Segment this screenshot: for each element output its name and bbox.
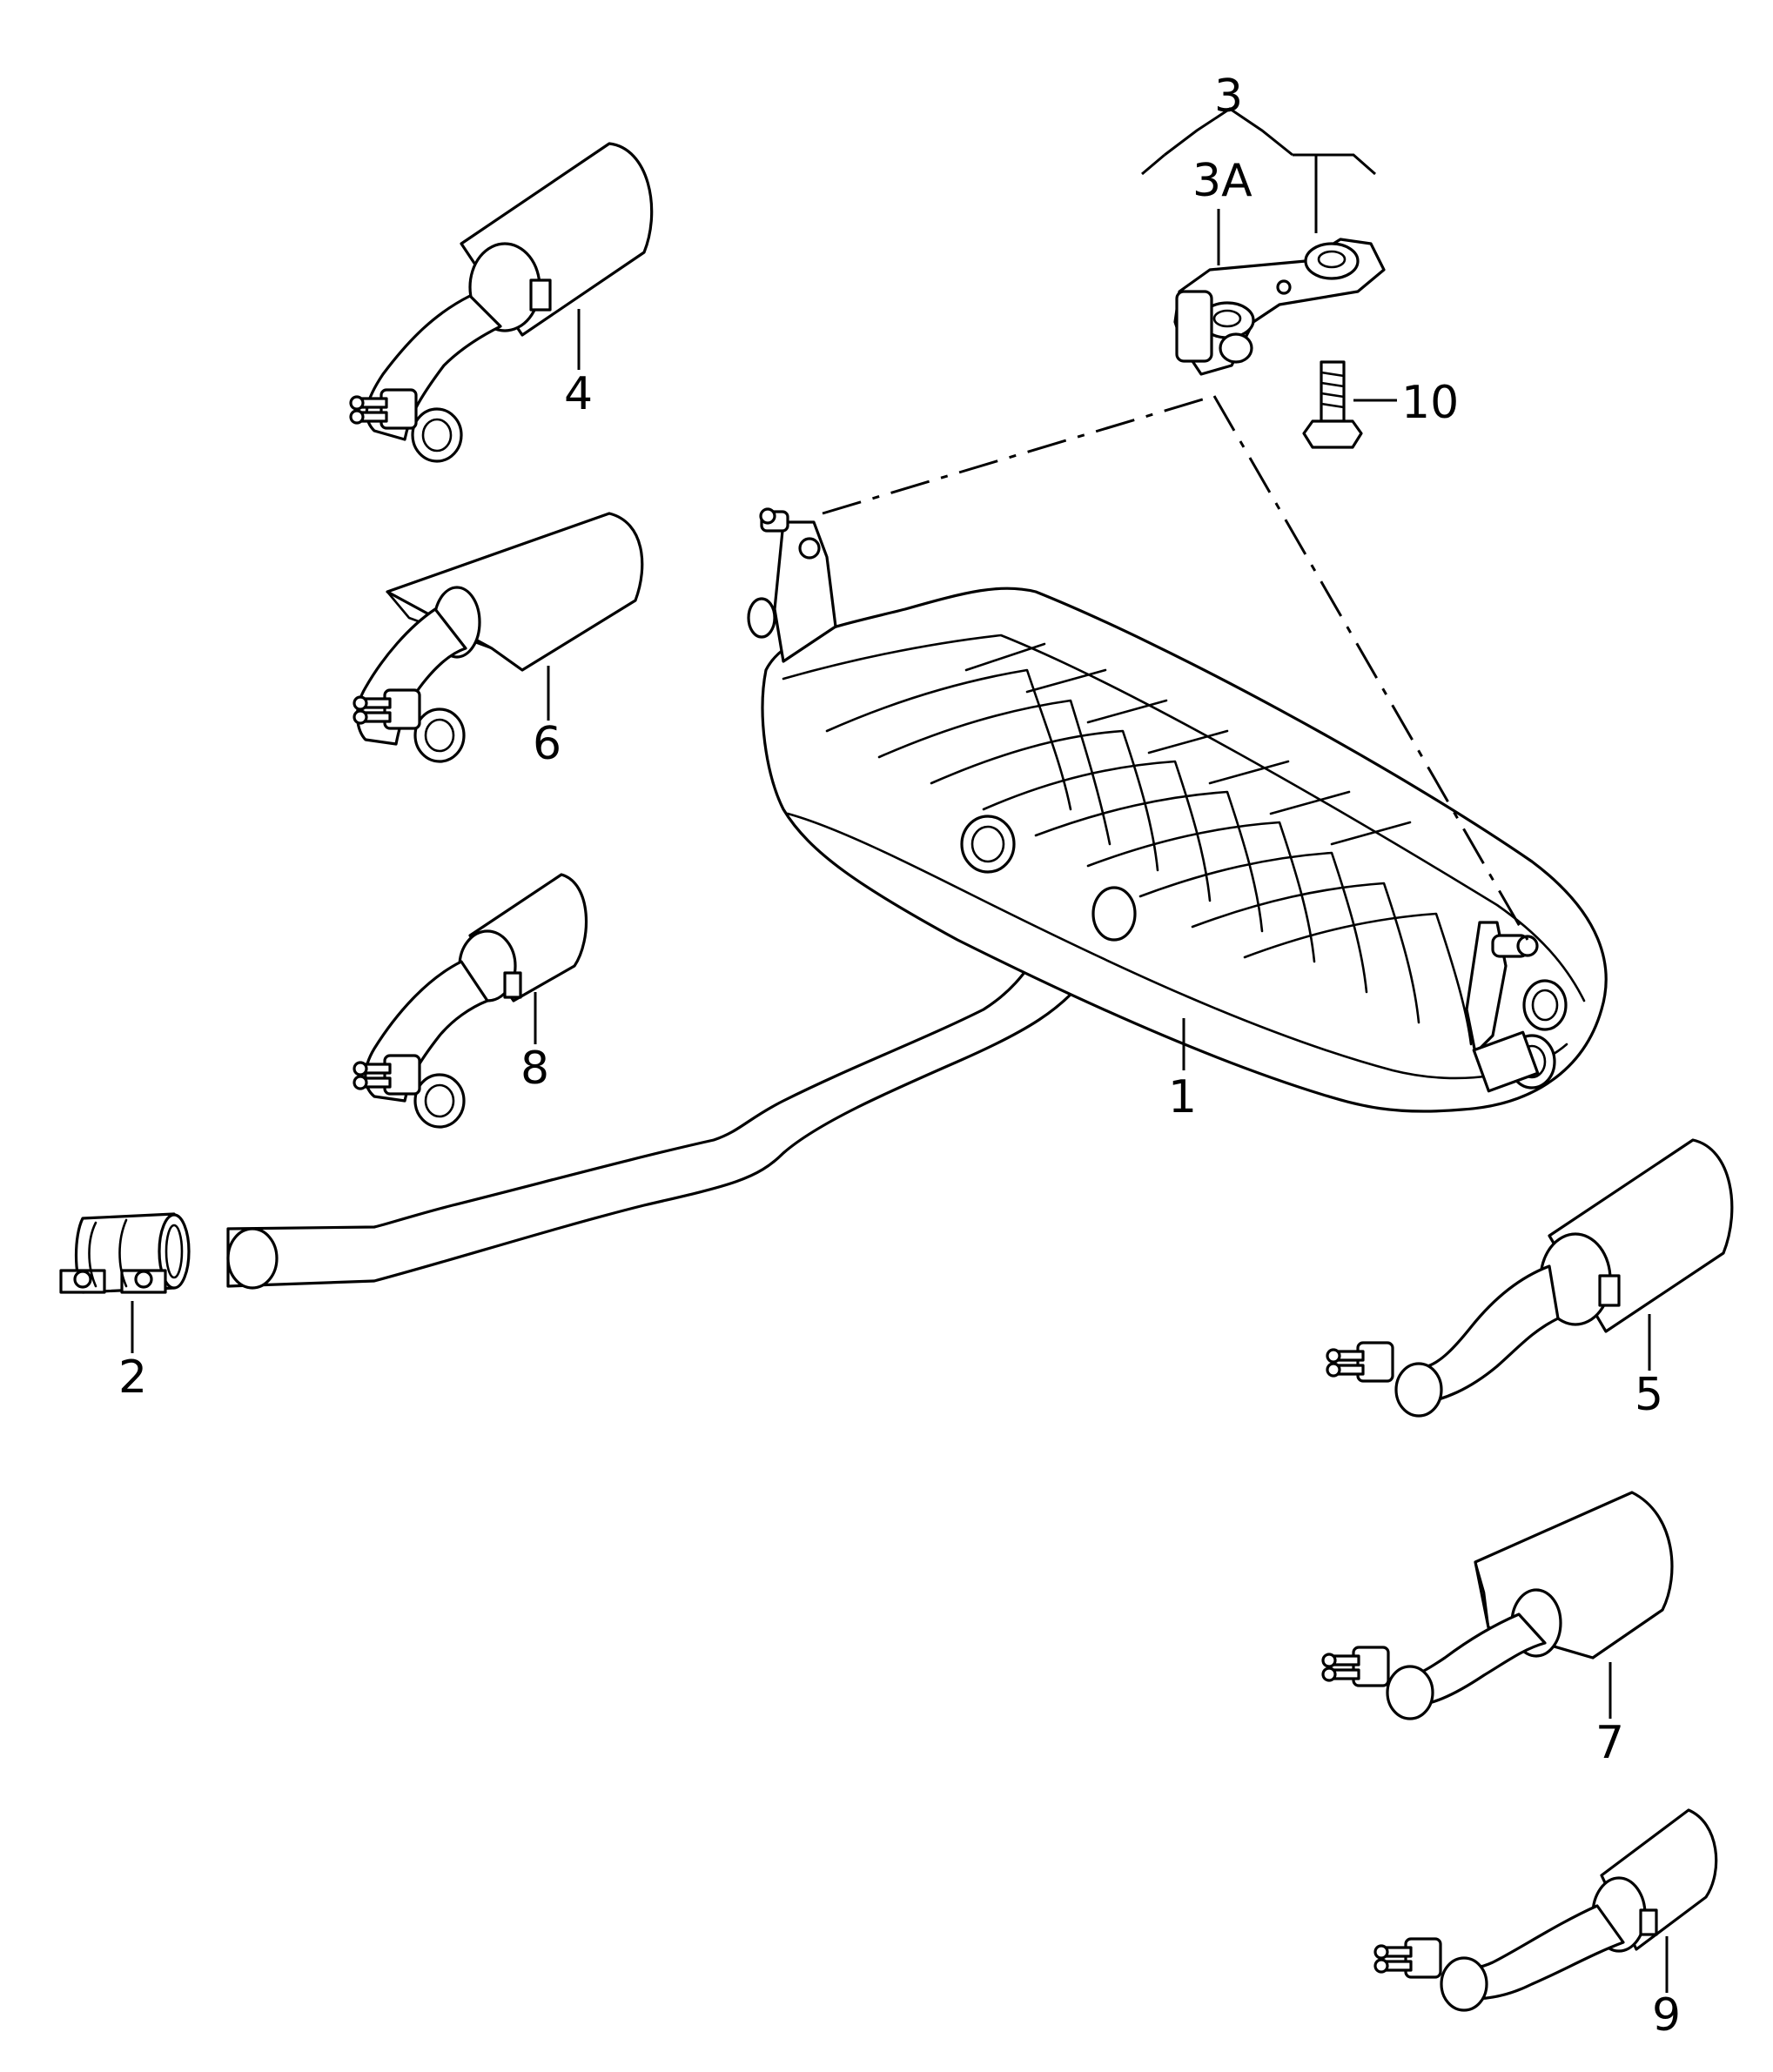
tailpipe-8 bbox=[353, 873, 588, 1129]
muffler-ribs bbox=[825, 642, 1473, 1046]
left-hanger-bracket bbox=[747, 507, 837, 663]
pipe-clamp bbox=[59, 1212, 191, 1294]
assembly-line-right bbox=[1212, 395, 1529, 941]
callout-3a: 3A bbox=[1192, 155, 1253, 207]
callout-2: 2 bbox=[118, 1351, 147, 1404]
callout-3: 3 bbox=[1214, 70, 1243, 123]
rear-silencer bbox=[226, 507, 1608, 1290]
tailpipe-9 bbox=[1373, 1808, 1718, 2012]
callout-10: 10 bbox=[1401, 377, 1459, 429]
muffler-outlet-upper bbox=[1522, 979, 1568, 1031]
callout-6: 6 bbox=[533, 718, 561, 770]
mounting-bracket bbox=[1173, 238, 1386, 376]
callout-1: 1 bbox=[1168, 1071, 1197, 1123]
callout-9: 9 bbox=[1652, 1989, 1681, 2042]
tailpipe-6 bbox=[353, 512, 644, 763]
bolt bbox=[1302, 360, 1363, 449]
muffler-inlet-left bbox=[960, 815, 1016, 874]
callout-8: 8 bbox=[520, 1043, 549, 1095]
tailpipe-4 bbox=[349, 142, 654, 463]
tailpipe-7 bbox=[1321, 1491, 1674, 1720]
assembly-line-left bbox=[822, 394, 1215, 515]
tailpipe-5 bbox=[1326, 1138, 1734, 1418]
leader-lines bbox=[131, 107, 1669, 1993]
callout-7: 7 bbox=[1595, 1717, 1624, 1769]
callout-5: 5 bbox=[1635, 1369, 1663, 1421]
muffler-inlet-center bbox=[1091, 886, 1137, 942]
callout-4: 4 bbox=[564, 368, 593, 420]
muffler-body bbox=[761, 587, 1608, 1113]
right-hanger-bracket bbox=[1465, 921, 1539, 1055]
